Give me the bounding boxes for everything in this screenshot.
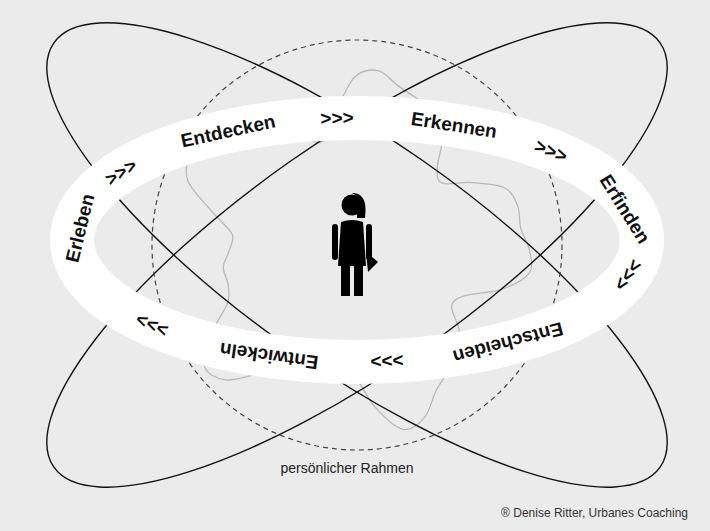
node-outline [42, 88, 672, 392]
person-hair [352, 193, 366, 218]
person-body [338, 220, 366, 266]
cycle-band-node: Erleben>>>Entdecken>>>Erkennen>>>Erfinde… [42, 88, 672, 392]
cycle-step: >>> [320, 108, 354, 128]
person-leg [354, 266, 363, 296]
cycle-step: >>> [370, 351, 404, 371]
person-leg [341, 266, 350, 296]
person-arm [332, 224, 338, 260]
person-bag [366, 252, 378, 272]
person-figure [332, 193, 378, 296]
frame-label: persönlicher Rahmen [280, 461, 413, 475]
copyright-note: ® Denise Ritter, Urbanes Coaching [501, 507, 688, 519]
